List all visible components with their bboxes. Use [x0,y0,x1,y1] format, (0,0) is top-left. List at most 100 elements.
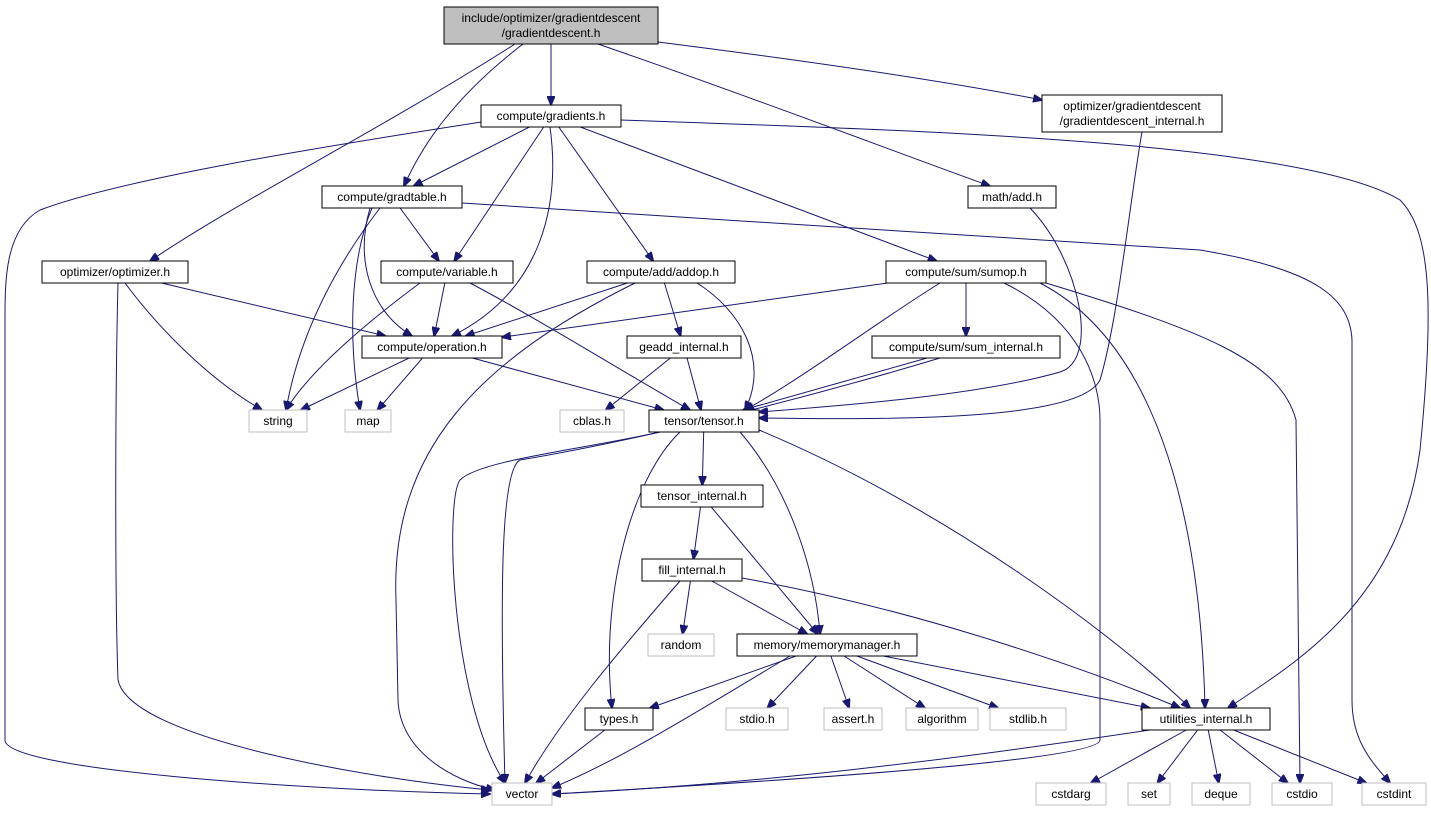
node-assert: assert.h [823,707,883,731]
edge-gradients-to-operation [452,126,554,336]
node-tensor-internal[interactable]: tensor_internal.h [640,484,764,508]
edge-tensor-to-types [609,431,681,708]
edge-addop-to-geadd [663,282,680,336]
node-box [989,707,1067,731]
node-box [885,260,1047,284]
node-label: compute/sum/sumop.h [905,265,1026,279]
node-cstdio: cstdio [1271,782,1333,806]
node-stdio: stdio.h [725,707,789,731]
node-box [641,558,743,582]
edge-memorymanager-to-stdio [767,655,817,708]
node-deque: deque [1191,782,1251,806]
node-sum-internal[interactable]: compute/sum/sum_internal.h [871,335,1061,359]
node-label: compute/variable.h [396,265,497,279]
node-stdlib: stdlib.h [989,707,1067,731]
edge-utilities_internal-to-set [1157,729,1198,783]
node-root[interactable]: include/optimizer/gradientdescent/gradie… [443,6,659,45]
nodes-layer: include/optimizer/gradientdescent/gradie… [41,6,1427,806]
edge-optimizer-to-operation [161,282,386,336]
node-label: compute/gradtable.h [337,190,446,204]
node-label: tensor_internal.h [657,489,746,503]
node-label: assert.h [832,712,875,726]
node-box [871,335,1061,359]
node-box [443,6,659,45]
node-box [1361,782,1427,806]
edge-variable-to-operation [434,282,446,336]
edge-geadd-to-cblas [606,357,671,410]
edge-memorymanager-to-algorithm [843,655,925,708]
node-box [626,335,742,359]
node-label: cstdarg [1051,787,1090,801]
edge-utilities_internal-to-vector [552,729,1151,794]
node-tensor[interactable]: tensor/tensor.h [648,409,760,433]
node-label: stdlib.h [1009,712,1047,726]
edge-memorymanager-to-types [650,655,797,708]
node-label: math/add.h [982,190,1042,204]
node-label: map [356,414,380,428]
node-label: vector [506,787,539,801]
node-operation[interactable]: compute/operation.h [361,335,503,359]
node-box [380,260,514,284]
node-label: string [263,414,292,428]
node-sumop[interactable]: compute/sum/sumop.h [885,260,1047,284]
edge-fill_internal-to-vector [525,580,681,783]
node-box [344,409,392,433]
node-box [480,104,622,128]
node-fill-internal[interactable]: fill_internal.h [641,558,743,582]
edge-tensor_internal-to-fill_internal [694,506,701,559]
node-utilities-internal[interactable]: utilities_internal.h [1141,707,1271,731]
node-label: utilities_internal.h [1160,712,1253,726]
node-box [361,335,503,359]
node-variable[interactable]: compute/variable.h [380,260,514,284]
node-geadd[interactable]: geadd_internal.h [626,335,742,359]
edge-addop-to-operation [466,282,628,336]
node-label: cstdio [1286,787,1318,801]
edge-addop-to-tensor [696,282,755,410]
node-label: compute/sum/sum_internal.h [889,340,1043,354]
edge-sum_internal-to-vector [502,357,941,783]
edge-memorymanager-to-stdlib [856,655,998,708]
node-gd-internal[interactable]: optimizer/gradientdescent/gradientdescen… [1041,94,1223,133]
edge-geadd-to-tensor [686,357,701,410]
edge-tensor-to-vector [452,431,661,783]
node-gradtable[interactable]: compute/gradtable.h [321,185,463,209]
edge-optimizer-to-vector [115,282,490,790]
edge-gradtable-to-variable [399,207,439,261]
node-box [1141,707,1271,731]
node-label: compute/operation.h [377,340,486,354]
edge-utilities_internal-to-cstdint [1233,729,1367,783]
edge-sumop-to-vector [552,282,1101,794]
node-label: tensor/tensor.h [664,414,743,428]
node-addop[interactable]: compute/add/addop.h [586,260,736,284]
node-random: random [647,633,715,657]
node-box [321,185,463,209]
node-gradients[interactable]: compute/gradients.h [480,104,622,128]
node-box [1271,782,1333,806]
edge-sumop-to-tensor [745,282,941,410]
node-optimizer[interactable]: optimizer/optimizer.h [41,260,189,284]
edge-root-to-optimizer [150,43,516,261]
node-label: random [661,638,702,652]
edge-gradtable-to-map [352,207,373,410]
edge-variable-to-tensor [469,282,690,410]
node-label: optimizer/optimizer.h [60,265,170,279]
node-types[interactable]: types.h [584,707,654,731]
edge-gradients-to-sumop [580,126,936,261]
node-box [823,707,883,731]
edge-gradients-to-gradtable [414,126,530,186]
edge-operation-to-tensor [472,357,663,410]
node-box [905,707,979,731]
node-label: stdio.h [739,712,774,726]
node-algorithm: algorithm [905,707,979,731]
node-vector: vector [491,782,553,806]
edge-gradtable-to-operation [363,207,412,336]
node-label: memory/memorymanager.h [754,638,901,652]
node-cstdarg: cstdarg [1035,782,1107,806]
edge-fill_internal-to-utilities_internal [741,577,1180,708]
node-cblas: cblas.h [559,409,625,433]
node-box [584,707,654,731]
node-label: compute/add/addop.h [603,265,719,279]
node-memorymanager[interactable]: memory/memorymanager.h [736,633,918,657]
node-box [491,782,553,806]
node-mathadd[interactable]: math/add.h [967,185,1057,209]
